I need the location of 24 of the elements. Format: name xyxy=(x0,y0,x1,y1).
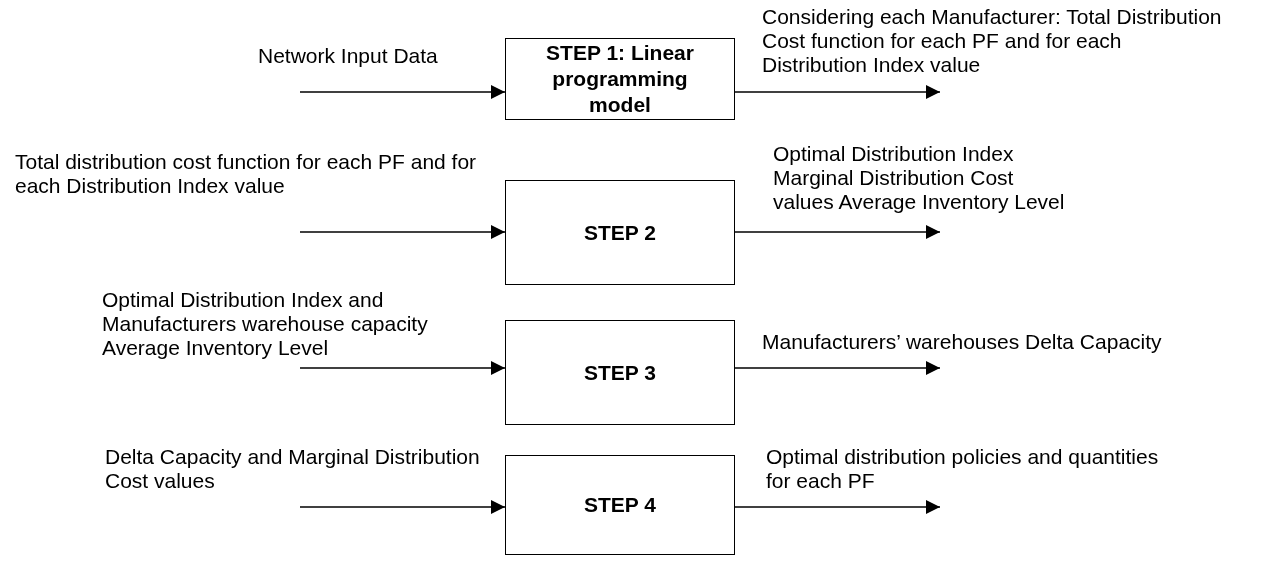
step-title: STEP 3 xyxy=(584,359,656,386)
edge-label: Total distribution cost function for each PF and for each Distribution Index value xyxy=(15,150,478,198)
step-title: STEP 4 xyxy=(584,492,656,518)
process-box xyxy=(505,38,735,120)
edge-label: Delta Capacity and Marginal Distribution Cost values xyxy=(105,445,481,493)
edge-label: Optimal distribution policies and quantities for each PF xyxy=(766,445,1160,493)
process-box xyxy=(505,455,735,555)
edge-label: Optimal Distribution Index and Manufacturers warehouse capacity Average Inventory Level xyxy=(102,288,429,360)
arrow xyxy=(299,500,506,514)
step-title: STEP 2 xyxy=(584,219,656,246)
process-box xyxy=(505,180,735,285)
edge-label: Manufacturers’ warehouses Delta Capacity xyxy=(762,330,1162,354)
arrow xyxy=(734,361,941,375)
arrow xyxy=(299,225,506,239)
process-box xyxy=(505,320,735,425)
arrow xyxy=(299,361,506,375)
edge-label: Optimal Distribution Index Marginal Distribution Cost values Average Inventory Level xyxy=(773,142,1066,214)
arrow xyxy=(734,85,941,99)
step-title: STEP 1: Linear programming model xyxy=(545,40,695,118)
edge-label: Considering each Manufacturer: Total Distribution Cost function for each PF and for each Distribution Index value xyxy=(762,5,1223,77)
arrow xyxy=(734,500,941,514)
arrow xyxy=(299,85,506,99)
edge-label: Network Input Data xyxy=(258,44,438,68)
arrow xyxy=(734,225,941,239)
